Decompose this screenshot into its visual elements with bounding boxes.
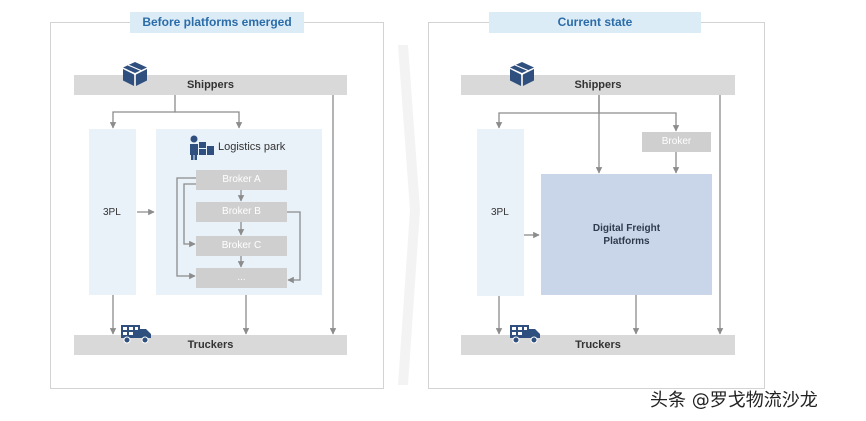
before-title: Before platforms emerged [130, 12, 304, 33]
box-icon [510, 62, 534, 86]
broker-c: Broker C [196, 236, 287, 256]
watermark-text: 头条 @罗戈物流沙龙 [650, 390, 818, 411]
digital-freight-platforms-box: Digital Freight Platforms [541, 174, 712, 295]
truck-icon [121, 325, 151, 344]
people-icon [190, 135, 214, 160]
right-broker: Broker [642, 132, 711, 152]
right-3pl-box [477, 129, 524, 296]
broker-a: Broker A [196, 170, 287, 190]
broker-more: ... [196, 268, 287, 288]
platform-label-line2: Platforms [603, 235, 650, 247]
left-3pl-label: 3PL [103, 207, 121, 218]
truck-icon [510, 325, 540, 344]
platform-label-line1: Digital Freight [592, 222, 661, 234]
left-3pl-box [89, 129, 136, 295]
broker-b: Broker B [196, 202, 287, 222]
logistics-park-label: Logistics park [218, 141, 286, 153]
box-icon [123, 62, 147, 86]
right-3pl-label: 3PL [491, 207, 509, 218]
current-title: Current state [489, 12, 701, 33]
right-truckers-bar: Truckers [461, 335, 735, 355]
